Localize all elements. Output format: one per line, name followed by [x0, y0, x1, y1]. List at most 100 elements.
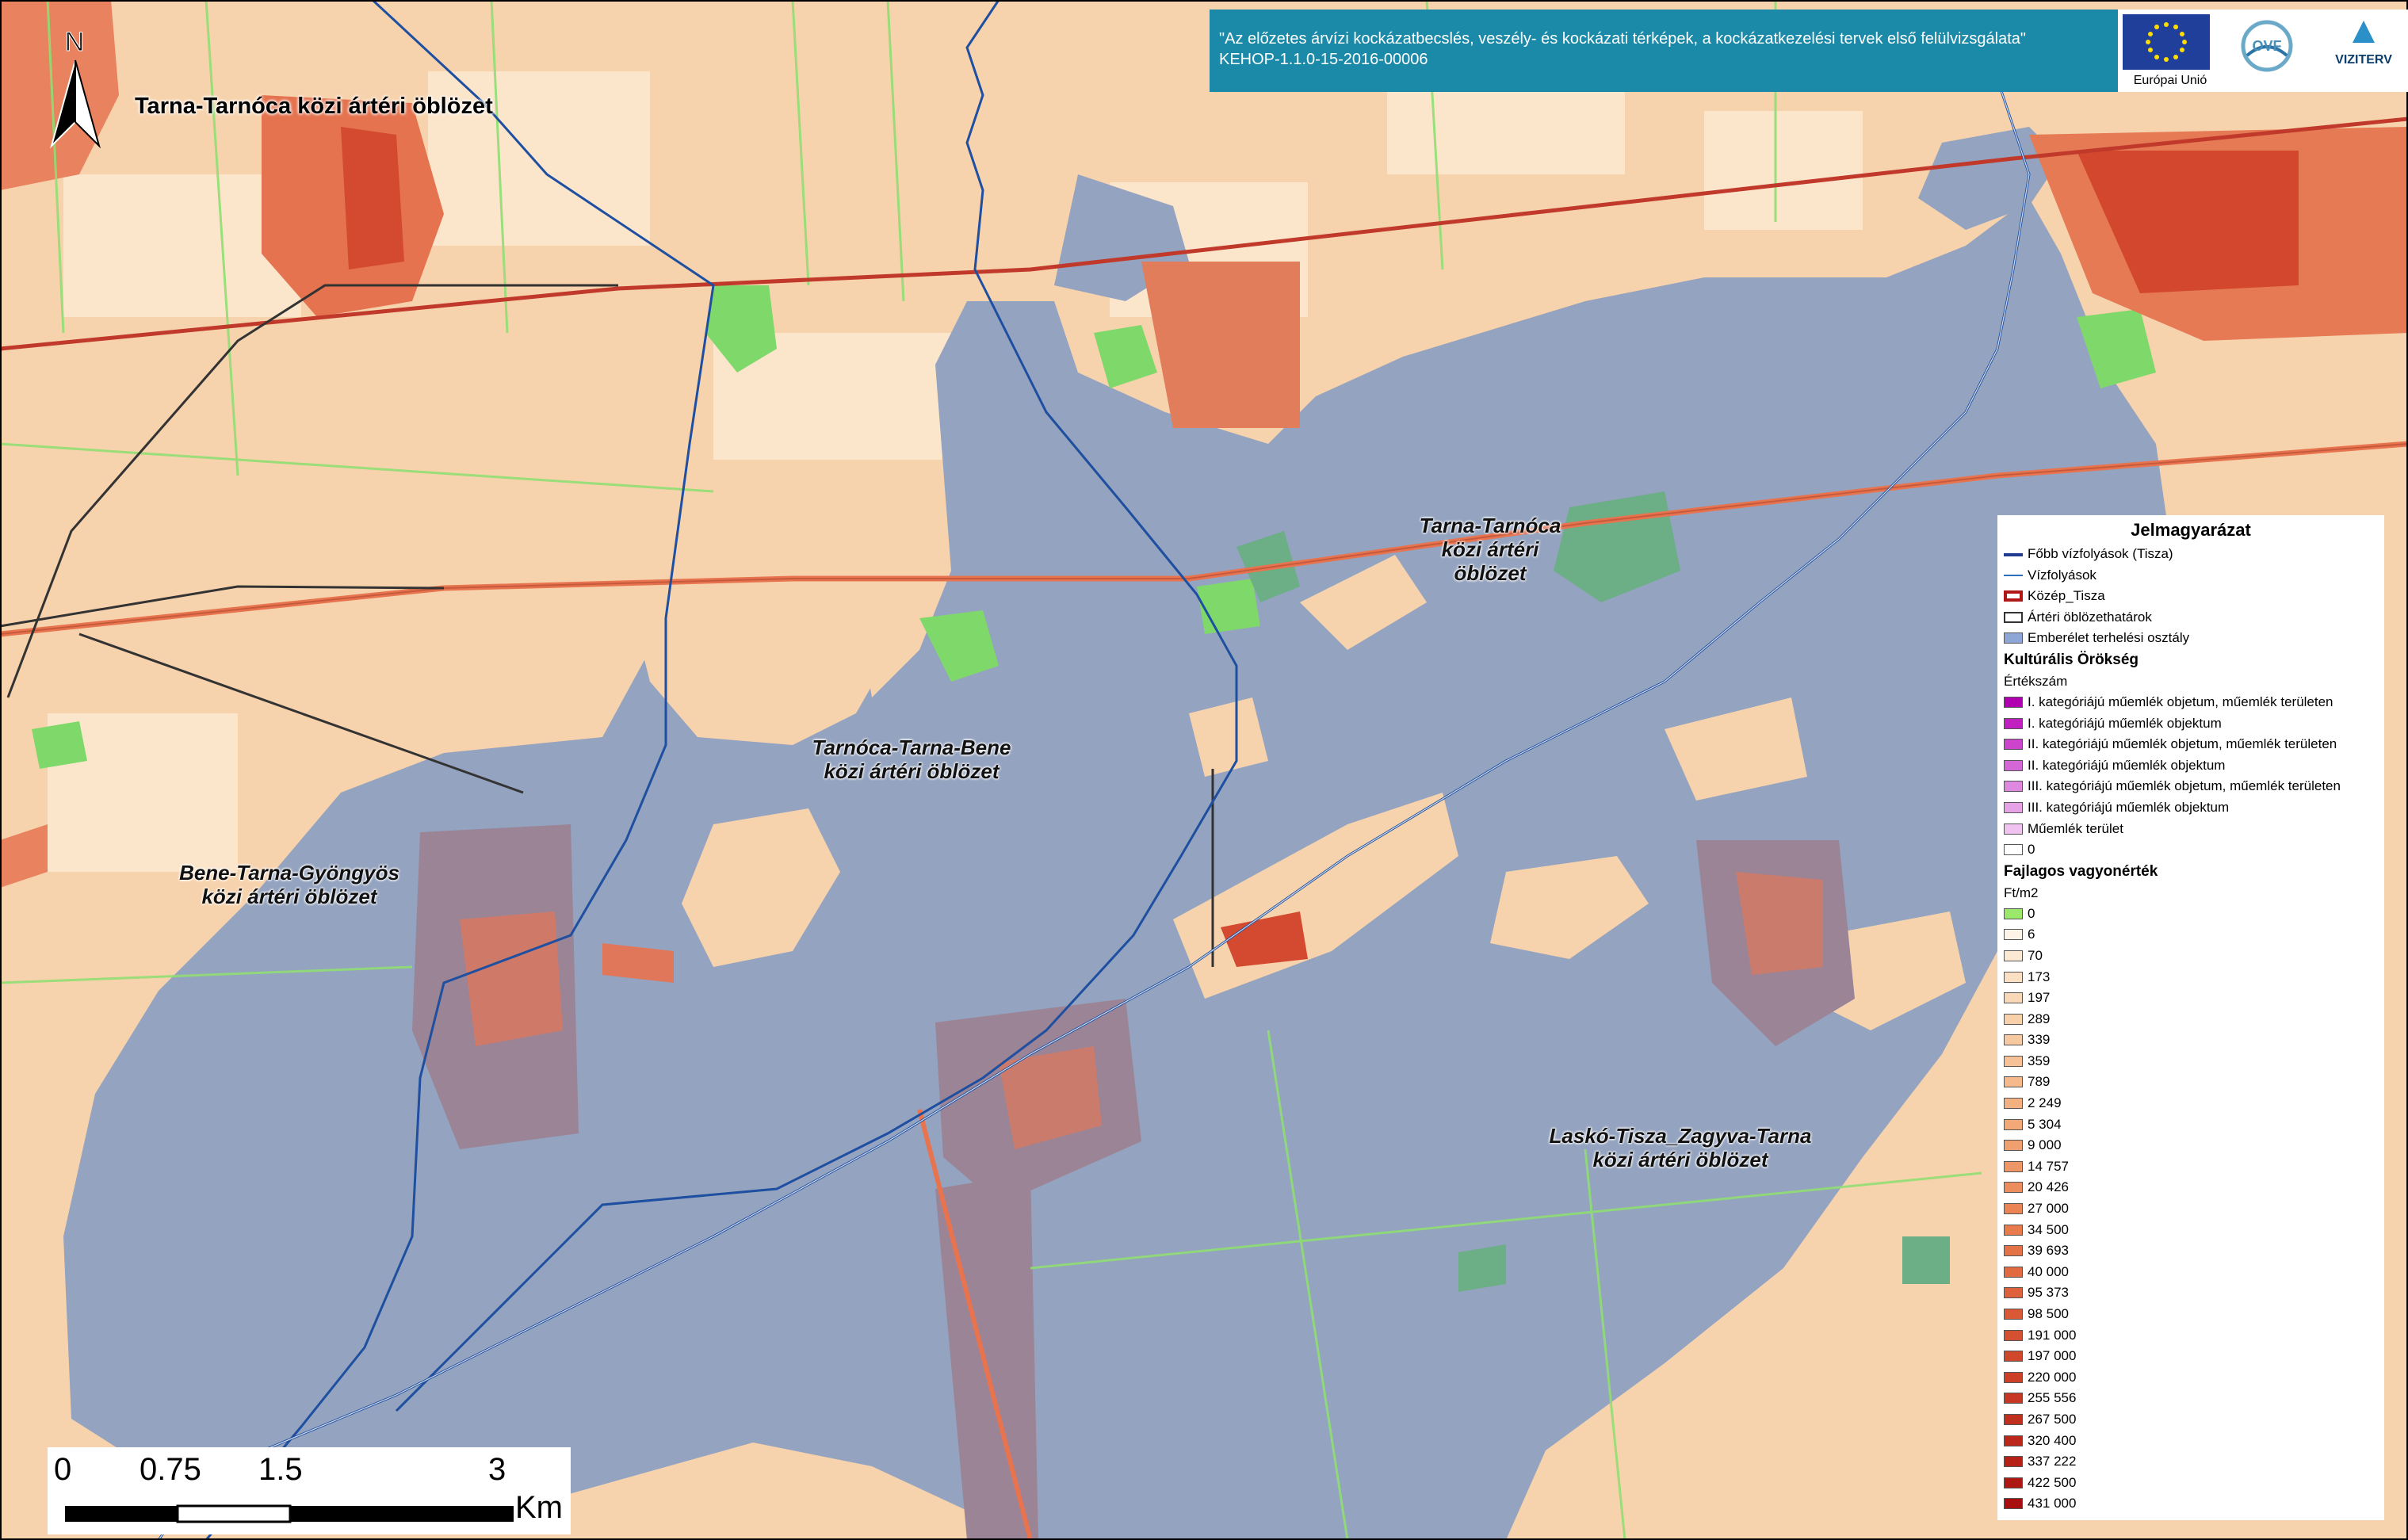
legend-asset-title: Fajlagos vagyonérték: [2004, 862, 2158, 880]
legend-asset-swatch: [2004, 1477, 2023, 1488]
scale-label-3: 3: [488, 1452, 506, 1487]
legend-asset-label: 20 426: [2028, 1179, 2069, 1195]
legend-line-item: Emberélet terhelési osztály: [1997, 628, 2384, 649]
legend-asset-label: 14 757: [2028, 1158, 2069, 1174]
legend-heritage-item: III. kategóriájú műemlék objetum, műemlé…: [1997, 776, 2384, 797]
legend-line-item: Főbb vízfolyások (Tisza): [1997, 544, 2384, 565]
legend-line-swatch: [2004, 590, 2023, 602]
legend-asset-swatch: [2004, 1245, 2023, 1257]
scale-label-075: 0.75: [140, 1452, 201, 1487]
legend-asset-label: 34 500: [2028, 1221, 2069, 1237]
eu-flag-icon: [2123, 14, 2210, 70]
legend-asset-label: 27 000: [2028, 1201, 2069, 1217]
legend-asset-swatch: [2004, 950, 2023, 961]
legend-line-label: Közép_Tisza: [2028, 588, 2105, 604]
legend-asset-item: 431 000: [1997, 1493, 2384, 1515]
area-label-tarnoca-tarna-bene: Tarnóca-Tarna-Bene közi ártéri öblözet: [812, 736, 1011, 783]
legend-heritage-label: Műemlék terület: [2028, 820, 2123, 836]
legend-line-swatch: [2004, 632, 2023, 644]
legend-asset-swatch: [2004, 929, 2023, 941]
legend-asset-swatch: [2004, 1076, 2023, 1088]
legend-heritage-label: II. kategóriájú műemlék objetum, műemlék…: [2028, 736, 2337, 752]
legend-asset-label: 789: [2028, 1074, 2051, 1090]
scale-unit: Km: [515, 1490, 563, 1525]
legend-asset-swatch: [2004, 1393, 2023, 1404]
legend-asset-item: 173: [1997, 967, 2384, 988]
legend-asset-item: 5 304: [1997, 1114, 2384, 1136]
legend-heritage-item: 0: [1997, 839, 2384, 861]
legend-asset-item: 289: [1997, 1009, 2384, 1030]
legend-asset-swatch: [2004, 992, 2023, 1004]
legend-heritage-label: II. kategóriájú műemlék objektum: [2028, 757, 2226, 773]
legend-asset-label: 422 500: [2028, 1474, 2077, 1490]
legend-asset-label: 5 304: [2028, 1116, 2062, 1132]
legend-asset-item: 339: [1997, 1030, 2384, 1051]
legend-asset-label: 337 222: [2028, 1454, 2077, 1469]
legend-asset-label: 320 400: [2028, 1432, 2077, 1448]
legend-asset-label: 267 500: [2028, 1411, 2077, 1427]
legend-asset-item: 95 373: [1997, 1282, 2384, 1304]
legend-heritage-item: I. kategóriájú műemlék objektum: [1997, 713, 2384, 735]
legend-asset-label: 95 373: [2028, 1285, 2069, 1301]
forest-patches-in-flood: [1236, 491, 1950, 1292]
legend-asset-label: 2 249: [2028, 1095, 2062, 1111]
legend-asset-item: 6: [1997, 924, 2384, 946]
legend-heritage-item: II. kategóriájú műemlék objektum: [1997, 755, 2384, 777]
legend-asset-label: 197: [2028, 990, 2051, 1006]
legend-asset-swatch: [2004, 971, 2023, 983]
map-title: Tarna-Tarnóca közi ártéri öblözet: [135, 94, 493, 119]
legend-asset-item: 197 000: [1997, 1346, 2384, 1367]
legend-asset-item: 191 000: [1997, 1325, 2384, 1347]
legend-heritage-swatch: [2004, 823, 2023, 835]
legend-heritage-swatch: [2004, 844, 2023, 856]
legend-asset-label: 197 000: [2028, 1348, 2077, 1364]
legend-asset-item: 359: [1997, 1051, 2384, 1072]
legend-asset-label: 255 556: [2028, 1390, 2077, 1406]
legend-line-label: Ártéri öblözethatárok: [2028, 609, 2152, 625]
legend-asset-label: 6: [2028, 927, 2035, 942]
viziterv-logo-text: VIZITERV: [2335, 53, 2392, 67]
scale-bar: 0 0.75 1.5 3 Km: [48, 1447, 571, 1534]
legend-line-label: Emberélet terhelési osztály: [2028, 630, 2190, 646]
watercourses: [157, 0, 2031, 1540]
legend-title: Jelmagyarázat: [2131, 520, 2251, 540]
area-label-lasko-tisza: Laskó-Tisza_Zagyva-Tarna közi ártéri öbl…: [1549, 1124, 1812, 1171]
flood-settlements: [412, 824, 1855, 1540]
legend-asset-item: 320 400: [1997, 1431, 2384, 1452]
legend-asset-unit: Ft/m2: [2004, 885, 2039, 900]
legend-asset-item: 70: [1997, 946, 2384, 967]
legend-asset-label: 289: [2028, 1011, 2051, 1026]
legend-asset-label: 339: [2028, 1032, 2051, 1048]
legend-asset-label: 220 000: [2028, 1369, 2077, 1385]
legend-asset-swatch: [2004, 1034, 2023, 1046]
ovf-logo-icon: OVF: [2241, 20, 2293, 72]
legend-heritage-item: II. kategóriájú műemlék objetum, műemlék…: [1997, 734, 2384, 755]
legend-heritage-swatch: [2004, 696, 2023, 708]
legend-asset-label: 70: [2028, 947, 2043, 963]
legend-asset-item: 14 757: [1997, 1156, 2384, 1178]
legend-heritage-swatch: [2004, 801, 2023, 813]
legend-asset-swatch: [2004, 1371, 2023, 1383]
legend-heritage-group: I. kategóriájú műemlék objetum, műemlék …: [1997, 692, 2384, 861]
legend-asset-swatch: [2004, 908, 2023, 919]
legend-asset-label: 0: [2028, 905, 2035, 921]
legend-line-item: Ártéri öblözethatárok: [1997, 607, 2384, 629]
north-label: N: [65, 27, 85, 57]
legend-asset-swatch: [2004, 1118, 2023, 1130]
legend-heritage-label: III. kategóriájú műemlék objektum: [2028, 799, 2230, 815]
legend-asset-swatch: [2004, 1140, 2023, 1152]
legend-asset-item: 20 426: [1997, 1177, 2384, 1198]
legend-asset-label: 39 693: [2028, 1243, 2069, 1259]
legend-heritage-swatch: [2004, 759, 2023, 771]
legend-asset-swatch: [2004, 1013, 2023, 1025]
legend-asset-label: 98 500: [2028, 1306, 2069, 1321]
legend-asset-item: 9 000: [1997, 1135, 2384, 1156]
legend-asset-swatch: [2004, 1456, 2023, 1468]
project-title: "Az előzetes árvízi kockázatbecslés, ves…: [1219, 30, 2026, 48]
legend-heritage-title: Kultúrális Örökség: [2004, 651, 2139, 668]
area-label-tarna-tarnoca: Tarna-Tarnóca közi ártéri öblözet: [1419, 514, 1561, 585]
legend-asset-swatch: [2004, 1287, 2023, 1299]
scale-bar-graphic: [65, 1504, 514, 1523]
legend-asset-swatch: [2004, 1182, 2023, 1194]
